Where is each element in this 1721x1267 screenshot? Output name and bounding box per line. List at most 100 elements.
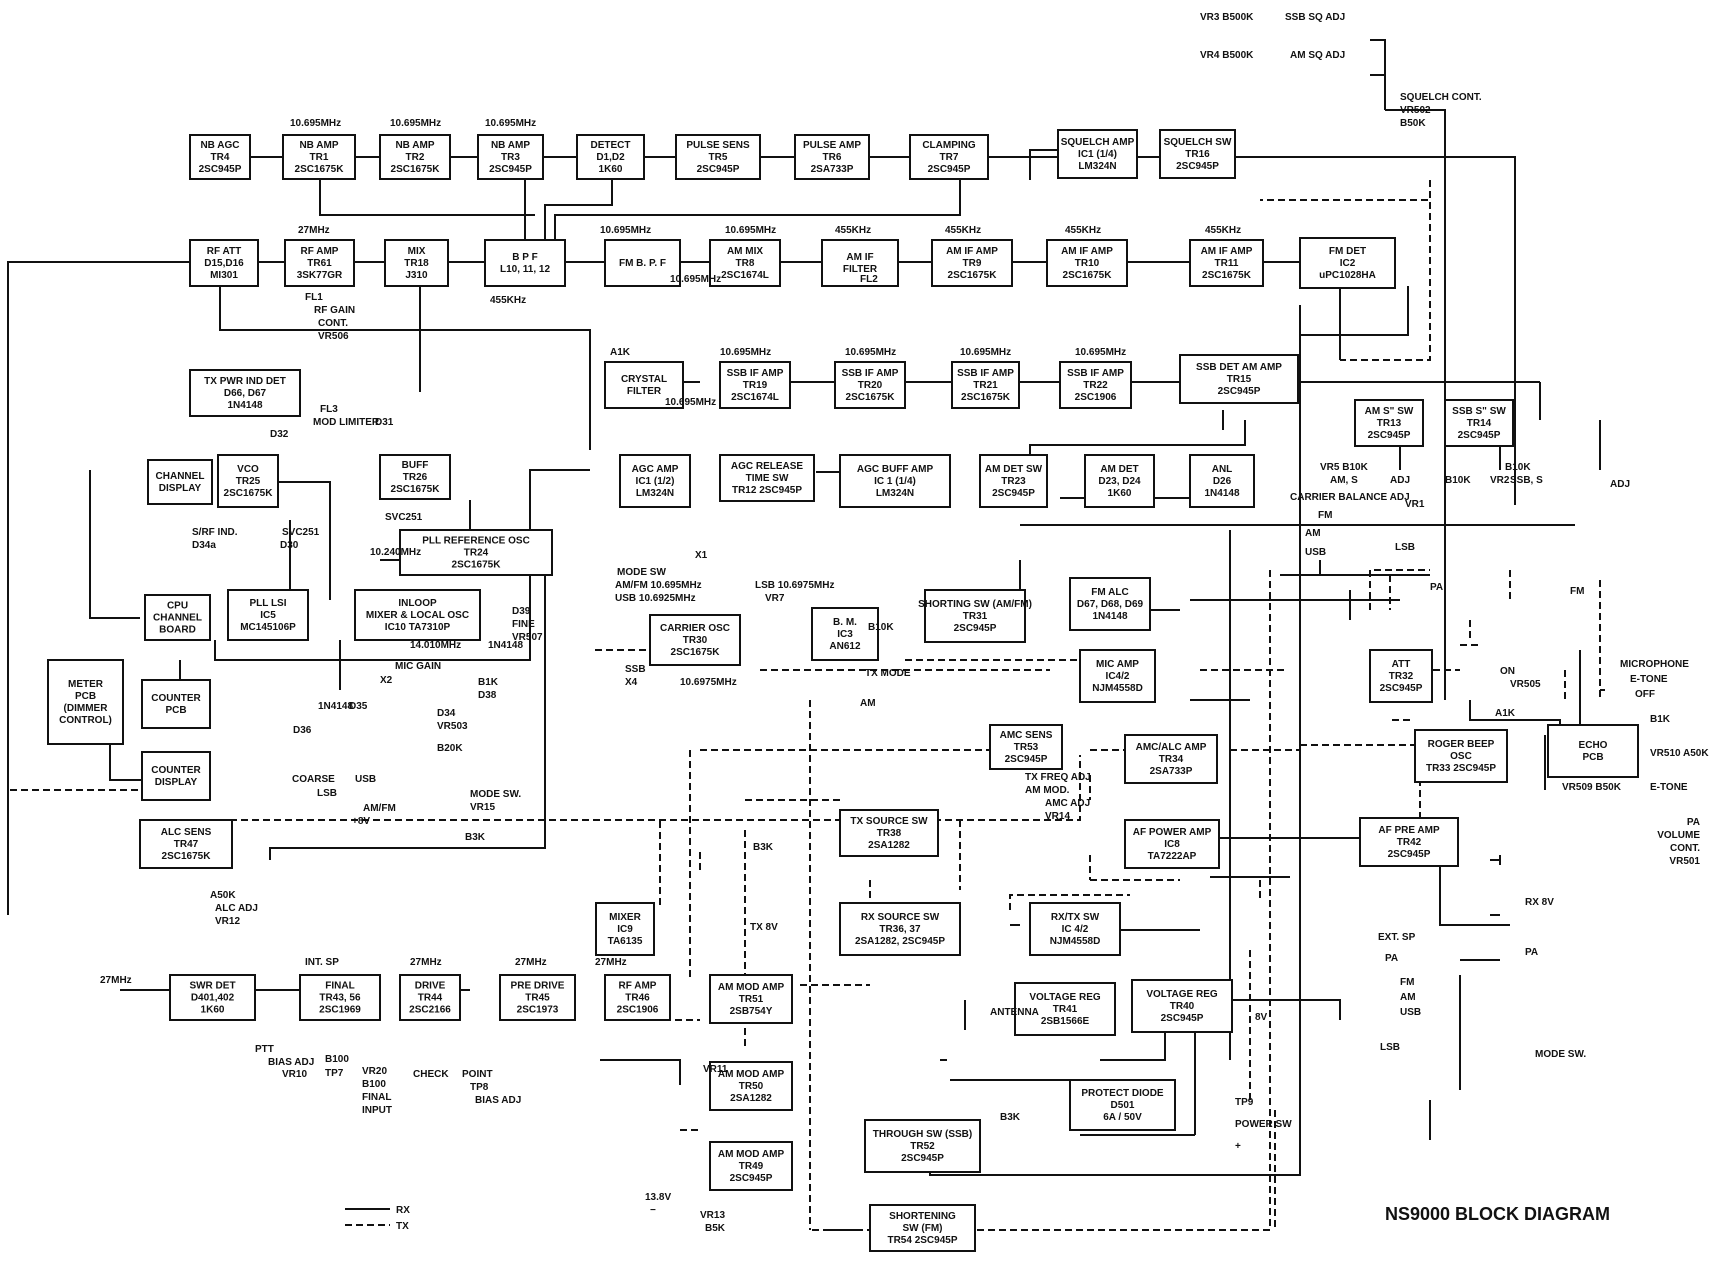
annotation-label: 10.695MHz <box>600 225 651 236</box>
block-label: AM MOD AMP <box>718 1069 785 1080</box>
annotation-label: X2 <box>380 675 393 686</box>
annotation-label: BIAS ADJ <box>268 1057 314 1068</box>
annotation-label: 27MHz <box>100 975 132 986</box>
legend-tx: TX <box>396 1221 409 1232</box>
annotation-label: D31 <box>375 417 394 428</box>
block-label: CHANNEL <box>153 613 202 624</box>
block-label: uPC1028HA <box>1319 270 1376 281</box>
block-label: TR49 <box>739 1161 764 1172</box>
block-label: PCB <box>1582 752 1603 763</box>
block-label: ANL <box>1212 464 1233 475</box>
block-label: D1,D2 <box>596 152 625 163</box>
block-label: 2SA733P <box>811 164 854 175</box>
annotation-label: 14.010MHz <box>410 640 461 651</box>
block-label: IC4/2 <box>1106 671 1130 682</box>
annotation-label: 10.240MHz <box>370 547 421 558</box>
block-label: AM MOD AMP <box>718 982 785 993</box>
annotation-label: BIAS ADJ <box>475 1095 521 1106</box>
annotation-label: AM SQ ADJ <box>1290 50 1345 61</box>
block-label: 3SK77GR <box>297 270 343 281</box>
block-label: TR24 <box>464 548 489 559</box>
annotation-label: CARRIER BALANCE ADJ <box>1290 492 1410 503</box>
annotation-label: SQUELCH CONT. <box>1400 92 1482 103</box>
annotation-label: B100 <box>325 1054 349 1065</box>
annotation-label: 10.695MHz <box>720 347 771 358</box>
block-label: NB AMP <box>299 140 338 151</box>
block-label: TR18 <box>404 258 429 269</box>
annotation-label: PA <box>1525 947 1538 958</box>
block-label: SSB IF AMP <box>842 368 899 379</box>
block-label: TR61 <box>307 258 332 269</box>
block-label: 2SC1973 <box>517 1005 559 1016</box>
block-label: 2SB1566E <box>1041 1016 1090 1027</box>
annotation-label: 455KHz <box>1205 225 1241 236</box>
block-label: TR52 <box>910 1141 935 1152</box>
block-label: PULSE SENS <box>686 140 750 151</box>
block-label: TR32 <box>1389 671 1414 682</box>
block-label: BUFF <box>402 460 429 471</box>
block-label: 2SC945P <box>1380 683 1423 694</box>
diagram-title: NS9000 BLOCK DIAGRAM <box>1385 1204 1610 1224</box>
annotation-label: VR509 B50K <box>1562 782 1622 793</box>
block-label: TR33 2SC945P <box>1426 763 1496 774</box>
block-label: AM DET SW <box>985 464 1043 475</box>
annotation-label: CONT. <box>1670 843 1700 854</box>
annotation-label: PTT <box>255 1044 274 1055</box>
block-label: 2SC1675K <box>846 392 896 403</box>
annotation-label: VOLUME <box>1657 830 1700 841</box>
annotation-label: VR501 <box>1669 856 1700 867</box>
block-label: TA6135 <box>608 936 643 947</box>
block-label: CRYSTAL <box>621 374 667 385</box>
block-label: NB AMP <box>491 140 530 151</box>
annotation-label: ON <box>1500 666 1515 677</box>
annotation-label: VR3 B500K <box>1200 12 1254 23</box>
annotation-label: MIC GAIN <box>395 661 441 672</box>
block-label: TR1 <box>310 152 329 163</box>
block-label: 1N4148 <box>227 400 262 411</box>
block-label: D23, D24 <box>1098 476 1141 487</box>
block-label: AM DET <box>1100 464 1138 475</box>
annotation-label: AM, S <box>1330 475 1358 486</box>
block-label: FM B. P. F <box>619 258 666 269</box>
block-label: LM324N <box>1078 161 1116 172</box>
block-label: TR25 <box>236 476 261 487</box>
block-label: TR54 2SC945P <box>887 1235 957 1246</box>
block-label: 2SA733P <box>1150 766 1193 777</box>
annotation-label: TP9 <box>1235 1097 1254 1108</box>
block-label: TA7222AP <box>1148 851 1197 862</box>
block-label: 1K60 <box>201 1005 225 1016</box>
block-label: COUNTER <box>151 765 201 776</box>
block-label: 2SC945P <box>1458 430 1501 441</box>
block-label: 2SC945P <box>901 1153 944 1164</box>
block-label: SWR DET <box>189 981 235 992</box>
block-label: OSC <box>1450 751 1472 762</box>
block-label: FINAL <box>325 981 354 992</box>
annotation-label: VR507 <box>512 632 543 643</box>
annotation-label: +8V <box>352 816 370 827</box>
annotation-label: 10.695MHz <box>290 118 341 129</box>
annotation-label: USB 10.6925MHz <box>615 593 696 604</box>
block-label: AN612 <box>829 641 861 652</box>
block-label: RX SOURCE SW <box>861 912 940 923</box>
block-label: 2SB754Y <box>730 1006 773 1017</box>
block-label: AM MIX <box>727 246 763 257</box>
block-label: AM MOD AMP <box>718 1149 785 1160</box>
annotation-label: MICROPHONE <box>1620 659 1689 670</box>
block-label: NB AGC <box>200 140 239 151</box>
block-label: IC9 <box>617 924 633 935</box>
